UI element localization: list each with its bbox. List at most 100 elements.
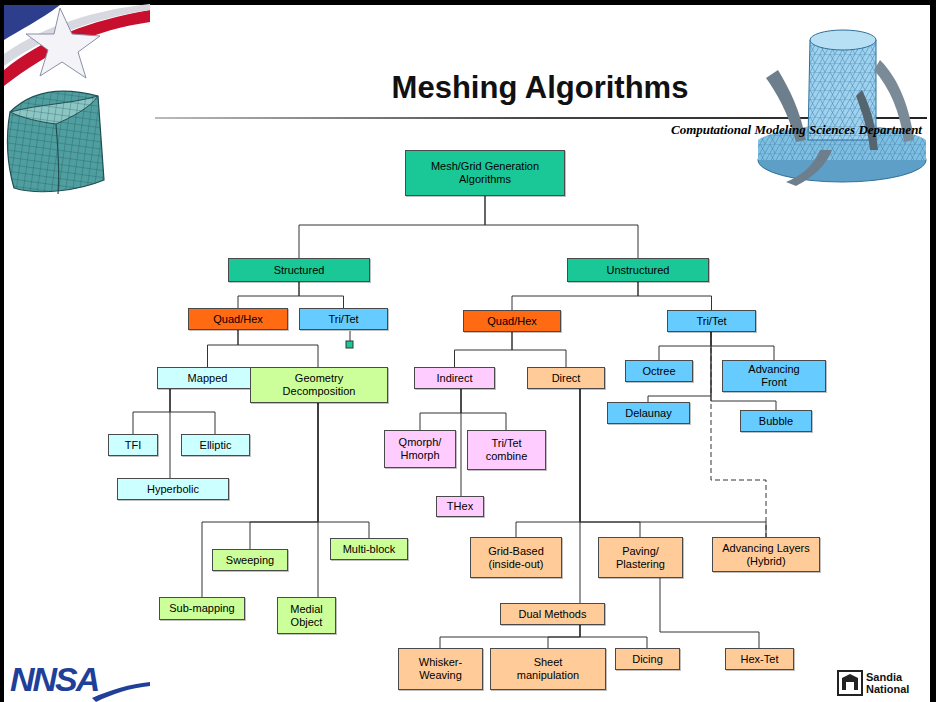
nnsa-logo-text: NNSA <box>10 660 98 698</box>
stub-line <box>350 331 351 341</box>
tree-connector <box>461 389 462 496</box>
decomposition-box: Sub-mapping <box>159 597 245 620</box>
star-logo <box>4 4 150 86</box>
box-label: Elliptic <box>200 439 232 452</box>
decomposition-box: Multi-block <box>330 538 408 560</box>
mapped-box: TFI <box>108 434 158 456</box>
tree-connector <box>580 625 647 648</box>
tri-tet-box: Tri/Tet <box>667 310 756 332</box>
tri-tet-box: Tri/Tet <box>299 308 388 330</box>
mapped-box: Mapped <box>157 367 258 389</box>
decomposition-box: Medial Object <box>277 597 336 634</box>
department-name: Computational Modeling Sciences Departme… <box>671 122 922 138</box>
tree-connector <box>512 282 638 310</box>
box-label: Sweeping <box>226 554 274 567</box>
indirect-box: THex <box>436 496 484 517</box>
decomposition-box: Geometry Decomposition <box>250 367 388 403</box>
tree-connector <box>420 389 461 430</box>
impeller-illustration <box>758 30 926 186</box>
tree-connector <box>580 389 766 537</box>
tree-connector <box>659 332 711 360</box>
box-label: Multi-block <box>343 543 396 556</box>
tri-tet-box: Octree <box>625 360 693 382</box>
direct-box: Dicing <box>615 648 680 670</box>
direct-box: Sheet manipulation <box>490 648 606 690</box>
box-label: Sub-mapping <box>169 602 234 615</box>
box-label: Paving/ Plastering <box>606 545 676 571</box>
box-label: Octree <box>642 365 675 378</box>
box-label: Tri/Tet <box>696 315 726 328</box>
direct-box: Advancing Layers (Hybrid) <box>712 537 820 572</box>
box-label: Qmorph/ Hmorph <box>390 436 450 462</box>
box-label: Geometry Decomposition <box>269 372 369 398</box>
tree-connector <box>580 389 581 603</box>
indirect-box: Indirect <box>414 367 495 389</box>
category-box: Structured <box>228 258 370 282</box>
box-label: Mesh/Grid Generation Algorithms <box>420 160 550 186</box>
tree-connector <box>440 625 580 648</box>
box-label: Medial Object <box>282 603 332 629</box>
box-label: Dual Methods <box>519 608 587 621</box>
indirect-box: Qmorph/ Hmorph <box>384 430 456 468</box>
tree-connector <box>318 403 319 597</box>
direct-box: Grid-Based (inside-out) <box>470 537 562 578</box>
direct-box: Dual Methods <box>500 603 605 625</box>
tree-connector <box>133 389 170 434</box>
tree-connector <box>485 196 638 258</box>
sandia-logo-text: Sandia National <box>866 671 922 695</box>
nnsa-swoosh <box>92 682 150 702</box>
box-label: Tri/Tet combine <box>477 437 537 463</box>
tri-tet-box: Bubble <box>740 410 812 432</box>
element-type-box: Quad/Hex <box>463 310 561 332</box>
box-label: Whisker- Weaving <box>411 656 471 682</box>
indirect-box: Tri/Tet combine <box>467 430 546 470</box>
box-label: Sheet manipulation <box>508 656 588 682</box>
direct-box: Direct <box>527 367 605 389</box>
box-label: Unstructured <box>607 264 670 277</box>
element-type-box: Quad/Hex <box>188 308 288 330</box>
tree-connector <box>711 332 774 360</box>
direct-box: Paving/ Plastering <box>598 537 683 578</box>
tree-connector <box>660 578 759 648</box>
box-label: Tri/Tet <box>328 313 358 326</box>
hex-mesh-illustration <box>7 91 104 194</box>
box-label: Structured <box>274 264 325 277</box>
box-label: Advancing Front <box>739 363 809 389</box>
category-box: Mesh/Grid Generation Algorithms <box>405 150 565 196</box>
box-label: Hyperbolic <box>147 483 199 496</box>
box-label: Indirect <box>436 372 472 385</box>
direct-box: Whisker- Weaving <box>398 648 483 690</box>
tree-connector <box>238 330 318 367</box>
tree-connector <box>170 389 215 434</box>
slide-title: Meshing Algorithms <box>290 70 790 106</box>
decomposition-box: Sweeping <box>212 549 288 571</box>
box-label: Grid-Based (inside-out) <box>476 545 556 571</box>
mapped-box: Elliptic <box>181 434 250 456</box>
direct-box: Hex-Tet <box>725 648 794 670</box>
box-label: Delaunay <box>625 407 671 420</box>
tree-connector <box>638 282 712 310</box>
tree-connector <box>202 403 318 597</box>
tree-connector <box>299 196 485 258</box>
tree-connector <box>299 282 344 308</box>
stub-square <box>346 341 353 348</box>
frame <box>0 0 4 702</box>
tree-connector <box>461 389 506 430</box>
tree-connector <box>250 403 318 549</box>
box-label: Mapped <box>188 372 228 385</box>
box-label: Quad/Hex <box>487 315 537 328</box>
box-label: Advancing Layers (Hybrid) <box>719 542 814 568</box>
tree-connector <box>548 625 580 648</box>
tree-connector <box>208 330 239 367</box>
box-label: Bubble <box>759 415 793 428</box>
tri-tet-box: Delaunay <box>607 402 690 424</box>
category-box: Unstructured <box>567 258 709 282</box>
box-label: THex <box>447 500 473 513</box>
sandia-icon <box>838 671 862 695</box>
box-label: Quad/Hex <box>213 313 263 326</box>
tree-connector <box>318 403 369 538</box>
